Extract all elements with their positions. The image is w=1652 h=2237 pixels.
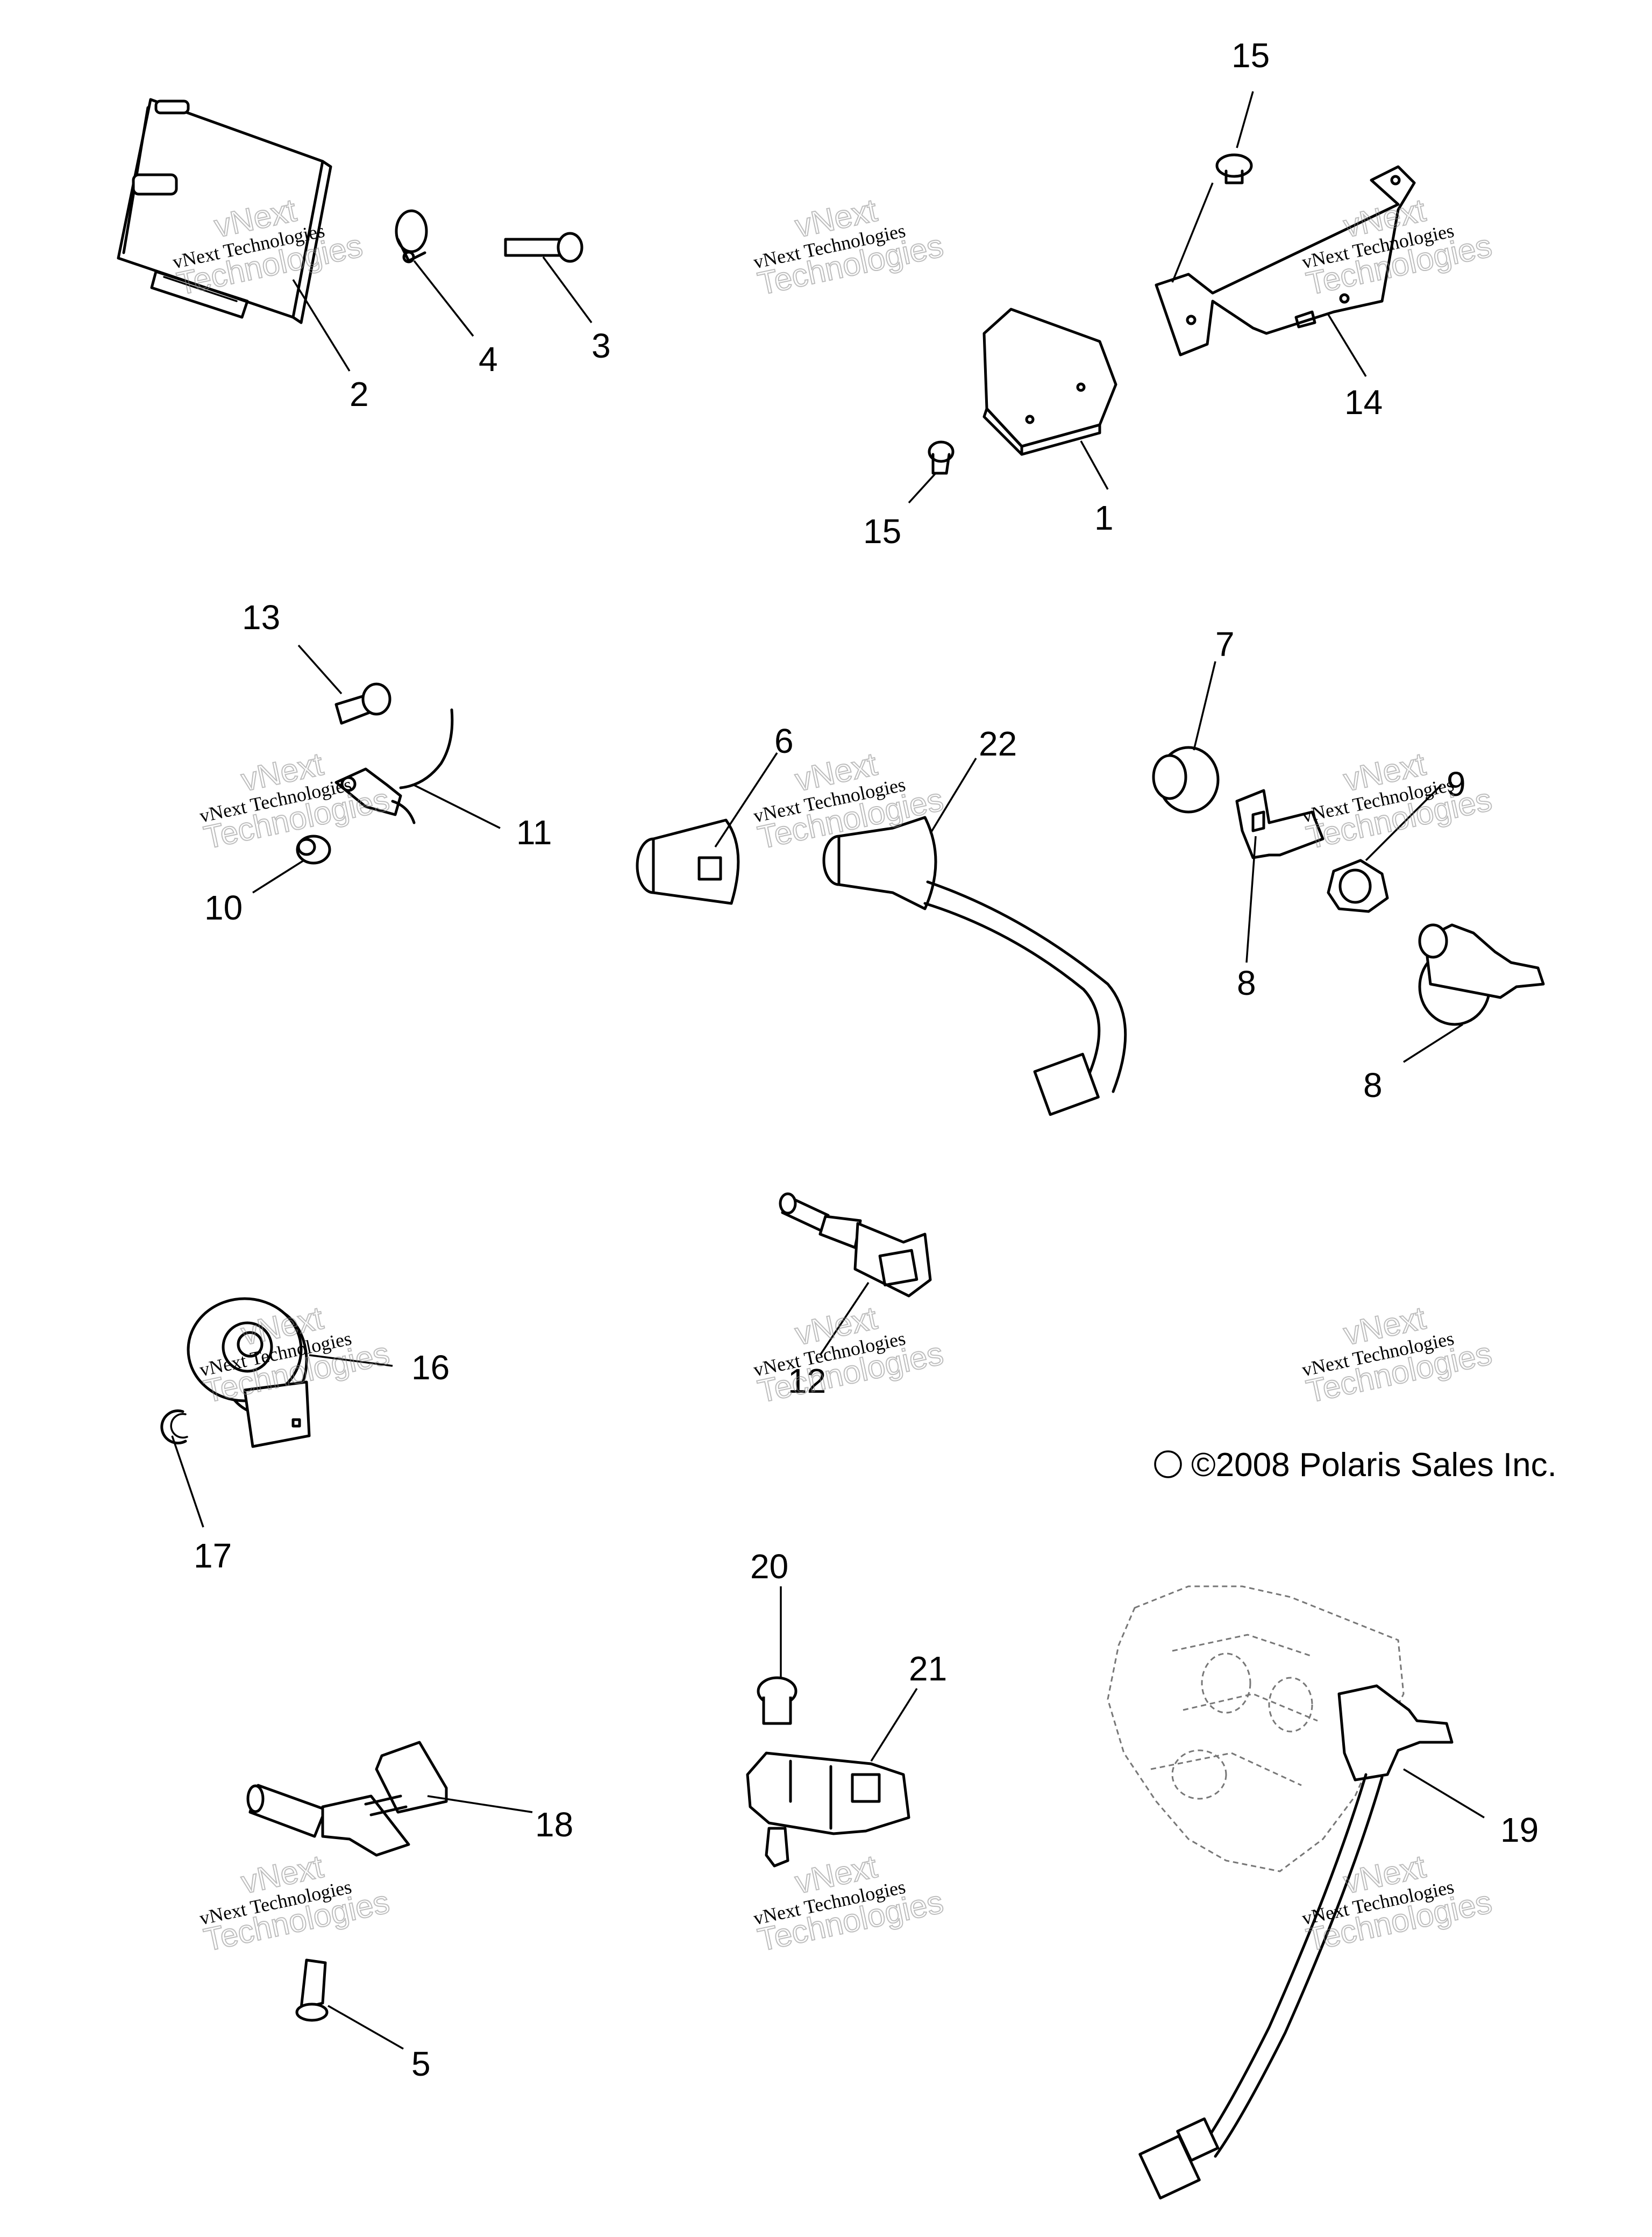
part-2-ecu-box — [117, 98, 332, 324]
callout-21: 21 — [909, 1649, 947, 1688]
part-19-engine-sensor — [1107, 1585, 1454, 2200]
copyright-text: ©2008 Polaris Sales Inc. — [1191, 1447, 1557, 1484]
part-8-plate — [1235, 789, 1325, 859]
part-16-knock-sensor — [187, 1297, 311, 1448]
callout-11: 11 — [516, 813, 552, 852]
part-3-screw — [504, 232, 583, 263]
part-12-temp-sensor — [779, 1192, 932, 1298]
watermark: vNext Technologies vNext Technologies — [198, 745, 393, 856]
part-21-map-sensor — [746, 1751, 910, 1868]
callout-10: 10 — [204, 888, 243, 927]
part-15-top-fastener — [1215, 153, 1253, 184]
part-5-screw — [295, 1958, 329, 2022]
watermark: vNext Technologies vNext Technologies — [171, 191, 366, 302]
part-10-grommet — [296, 835, 331, 865]
watermark: vNext Technologies vNext Technologies — [752, 191, 947, 302]
callout-15-top: 15 — [1231, 36, 1270, 75]
callout-14: 14 — [1344, 383, 1383, 422]
watermark: vNext Technologies vNext Technologies — [1300, 745, 1496, 856]
part-18-crank-sensor — [246, 1741, 448, 1857]
part-22-harness — [822, 816, 1127, 1116]
part-15-lower-pin — [928, 440, 955, 475]
part-14-bracket — [1155, 165, 1416, 357]
callout-19: 19 — [1500, 1811, 1539, 1849]
callout-8-switch: 8 — [1363, 1066, 1383, 1105]
part-11-sensor — [334, 708, 454, 824]
watermarks: vNext Technologies vNext Technologies vN… — [171, 191, 1496, 1958]
part-17-clip — [160, 1409, 188, 1445]
part-6-plug — [636, 818, 740, 905]
callout-5: 5 — [411, 2044, 431, 2083]
callout-18: 18 — [535, 1805, 573, 1844]
callout-13: 13 — [242, 598, 280, 637]
callout-9: 9 — [1447, 765, 1466, 803]
callout-3: 3 — [592, 326, 611, 365]
part-4-clamp — [395, 209, 428, 263]
callout-6: 6 — [774, 722, 794, 760]
callout-8-plate: 8 — [1237, 964, 1256, 1002]
callout-1: 1 — [1094, 498, 1114, 537]
callout-2: 2 — [350, 375, 369, 414]
callout-20: 20 — [750, 1547, 788, 1586]
watermark: vNext Technologies vNext Technologies — [1300, 191, 1496, 302]
part-8-switch — [1418, 923, 1545, 1026]
part-20-bolt — [757, 1676, 797, 1725]
watermark: vNext Technologies vNext Technologies — [1300, 1299, 1496, 1410]
callout-15-lower: 15 — [863, 512, 901, 551]
watermark: vNext Technologies vNext Technologies — [198, 1848, 393, 1958]
part-9-nut — [1327, 859, 1389, 913]
callout-4: 4 — [479, 340, 498, 379]
watermark: vNext Technologies vNext Technologies — [752, 1299, 947, 1410]
callout-17: 17 — [194, 1536, 232, 1575]
callout-16: 16 — [411, 1348, 450, 1387]
part-13-bolt — [334, 682, 391, 725]
callout-12: 12 — [788, 1362, 826, 1400]
part-7-cap — [1152, 746, 1220, 814]
part-1-module — [982, 308, 1117, 456]
callout-labels: 2 4 3 15 14 1 15 13 11 10 6 22 7 9 8 8 1… — [194, 36, 1539, 2083]
callout-7: 7 — [1215, 625, 1235, 664]
callout-22: 22 — [979, 724, 1017, 763]
copyright-notice: ©2008 Polaris Sales Inc. — [1154, 1447, 1557, 1484]
